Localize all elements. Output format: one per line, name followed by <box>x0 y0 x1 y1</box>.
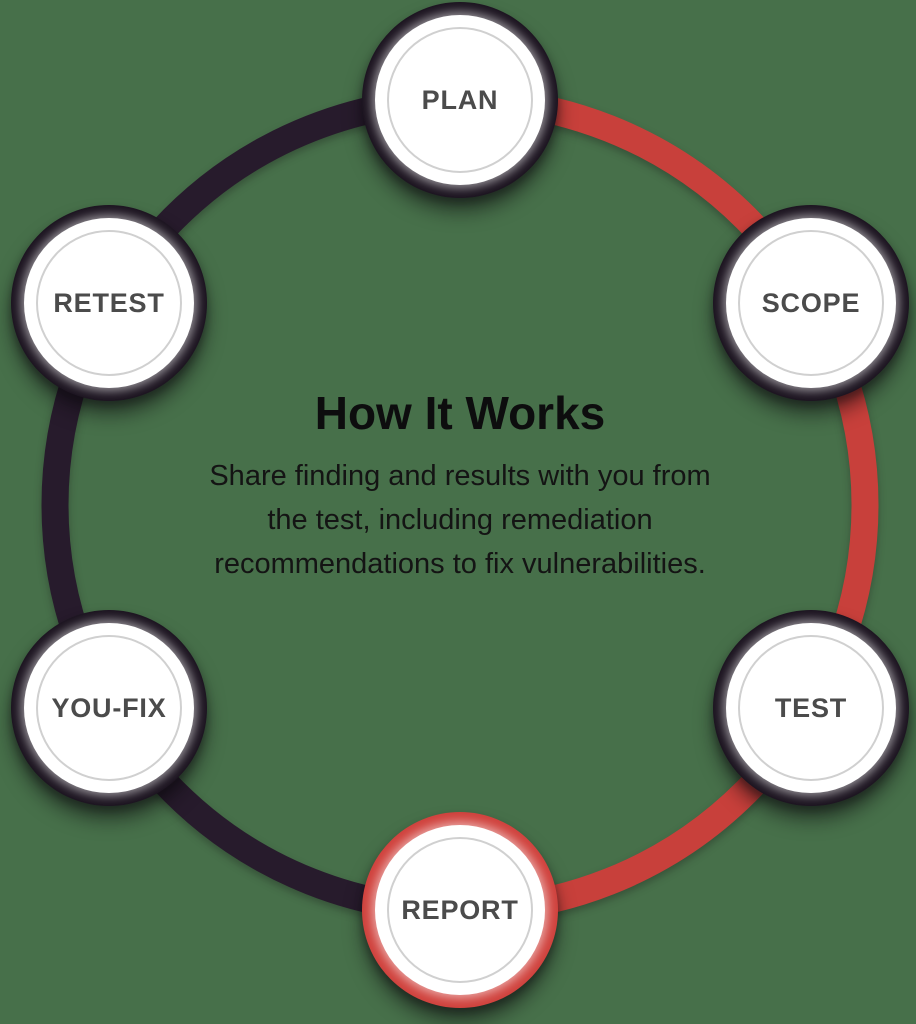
description-line: the test, including remediation <box>267 503 653 536</box>
step-label-report: REPORT <box>401 894 519 925</box>
step-node-plan: PLAN <box>362 2 558 198</box>
step-node-scope: SCOPE <box>713 205 909 401</box>
description-line: Share finding and results with you from <box>209 459 711 492</box>
ring-arc-red <box>459 86 879 924</box>
step-node-test: TEST <box>713 610 909 806</box>
step-label-retest: RETEST <box>53 287 165 318</box>
step-face: TEST <box>726 623 896 793</box>
center-text-block: How It Works Share finding and results w… <box>108 387 812 586</box>
step-face: REPORT <box>375 825 545 995</box>
step-label-plan: PLAN <box>421 84 499 115</box>
step-node-retest: RETEST <box>11 205 207 401</box>
step-label-test: TEST <box>774 692 848 723</box>
step-label-scope: SCOPE <box>761 287 861 318</box>
step-face: RETEST <box>24 218 194 388</box>
ring-arc-dark <box>41 86 461 924</box>
diagram-description: Share finding and results with you from … <box>108 454 812 586</box>
step-face: SCOPE <box>726 218 896 388</box>
step-node-report: REPORT <box>362 812 558 1008</box>
step-inner-ring: PLAN <box>387 27 533 173</box>
diagram-title: How It Works <box>314 387 606 439</box>
step-inner-ring: TEST <box>738 635 884 781</box>
step-inner-ring: REPORT <box>387 837 533 983</box>
description-line: recommendations to fix vulnerabilities. <box>214 547 706 580</box>
step-node-you-fix: YOU-FIX <box>11 610 207 806</box>
step-face: YOU-FIX <box>24 623 194 793</box>
step-label-you-fix: YOU-FIX <box>51 692 167 723</box>
step-inner-ring: YOU-FIX <box>36 635 182 781</box>
step-face: PLAN <box>375 15 545 185</box>
step-inner-ring: SCOPE <box>738 230 884 376</box>
step-inner-ring: RETEST <box>36 230 182 376</box>
